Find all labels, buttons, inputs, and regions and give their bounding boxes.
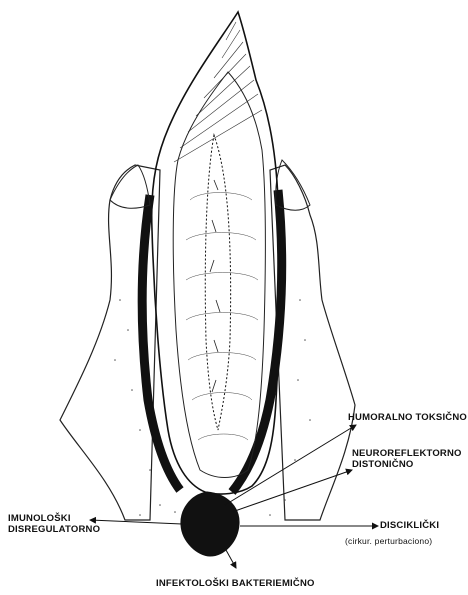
label-imunoloski: IMUNOLOŠKI [8,513,71,524]
label-cirkur-perturbaciono: (cirkur. perturbaciono) [345,536,432,547]
label-disciklicki: DISCIKLIČKI [380,520,439,531]
label-neuroreflektorno: NEUROREFLEKTORNO [352,448,462,459]
gingiva-left [110,165,150,208]
arrow-neuroreflektorno [232,470,352,512]
arrow-infektoloski [226,550,236,568]
label-humoralno-toksicno: HUMORALNO TOKSIČNO [348,412,467,423]
label-disregulatorno: DISREGULATORNO [8,524,100,535]
label-infektoloski-bakteriemicno: INFEKTOLOŠKI BAKTERIEMIČNO [156,578,315,589]
pulp-cells [210,180,220,392]
dentin-lines [186,193,258,441]
pathway-arrows [90,425,378,568]
pulp-canal [205,135,230,430]
periodontal-ligament-right [232,190,282,492]
label-distonicno: DISTONIČNO [352,459,413,470]
periodontal-ligament-left [142,195,180,490]
dentin-layer [173,72,265,478]
